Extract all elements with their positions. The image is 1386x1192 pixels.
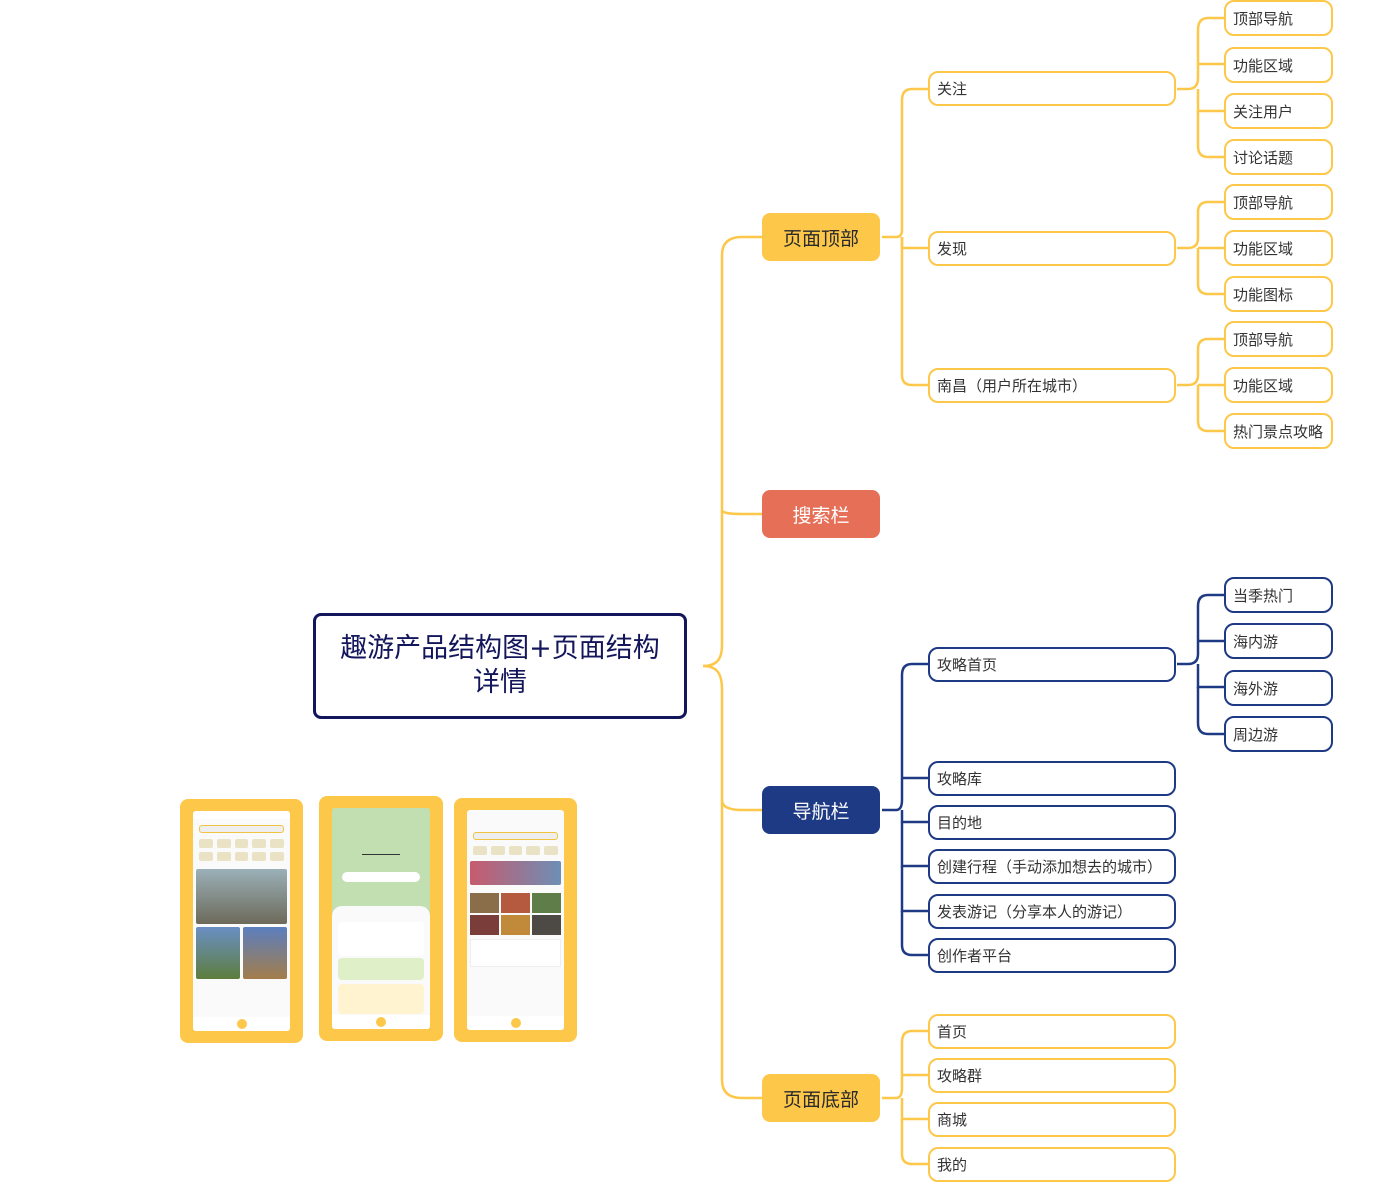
node-mine: 我的 [928,1147,1176,1182]
node-guide-library: 攻略库 [928,761,1176,796]
node-nanchang: 南昌（用户所在城市） [928,368,1176,403]
node-home: 首页 [928,1014,1176,1049]
node-follow-topics: 讨论话题 [1224,139,1333,175]
app-screenshot-discover [180,799,303,1043]
node-follow-users: 关注用户 [1224,93,1333,129]
node-guide-group: 攻略群 [928,1058,1176,1093]
app-screenshot-guide-group [319,796,443,1041]
node-page-bottom: 页面底部 [762,1074,880,1122]
node-mall: 商城 [928,1102,1176,1137]
root-node: 趣游产品结构图+页面结构详情 [313,613,687,719]
node-search-bar: 搜索栏 [762,490,880,538]
node-discover-function-icons: 功能图标 [1224,276,1333,312]
node-destination: 目的地 [928,805,1176,840]
node-creator-platform: 创作者平台 [928,938,1176,973]
node-guide-home: 攻略首页 [928,647,1176,682]
node-discover-top-nav: 顶部导航 [1224,184,1333,220]
node-follow-function-area: 功能区域 [1224,47,1333,83]
node-discover: 发现 [928,231,1176,266]
node-page-top: 页面顶部 [762,213,880,261]
app-screenshot-nanchang [454,798,577,1042]
root-title: 趣游产品结构图+页面结构详情 [340,633,660,698]
node-create-trip: 创建行程（手动添加想去的城市） [928,849,1176,884]
node-nanchang-top-nav: 顶部导航 [1224,321,1333,357]
node-nav-bar: 导航栏 [762,786,880,834]
node-seasonal-hot: 当季热门 [1224,577,1333,613]
node-nanchang-hot-spots: 热门景点攻略 [1224,413,1333,449]
node-post-notes: 发表游记（分享本人的游记） [928,894,1176,929]
node-nearby-travel: 周边游 [1224,716,1333,752]
node-follow-top-nav: 顶部导航 [1224,0,1333,36]
node-nanchang-function-area: 功能区域 [1224,367,1333,403]
node-discover-function-area: 功能区域 [1224,230,1333,266]
node-overseas-travel: 海外游 [1224,670,1333,706]
node-domestic-travel: 海内游 [1224,623,1333,659]
node-follow: 关注 [928,71,1176,106]
